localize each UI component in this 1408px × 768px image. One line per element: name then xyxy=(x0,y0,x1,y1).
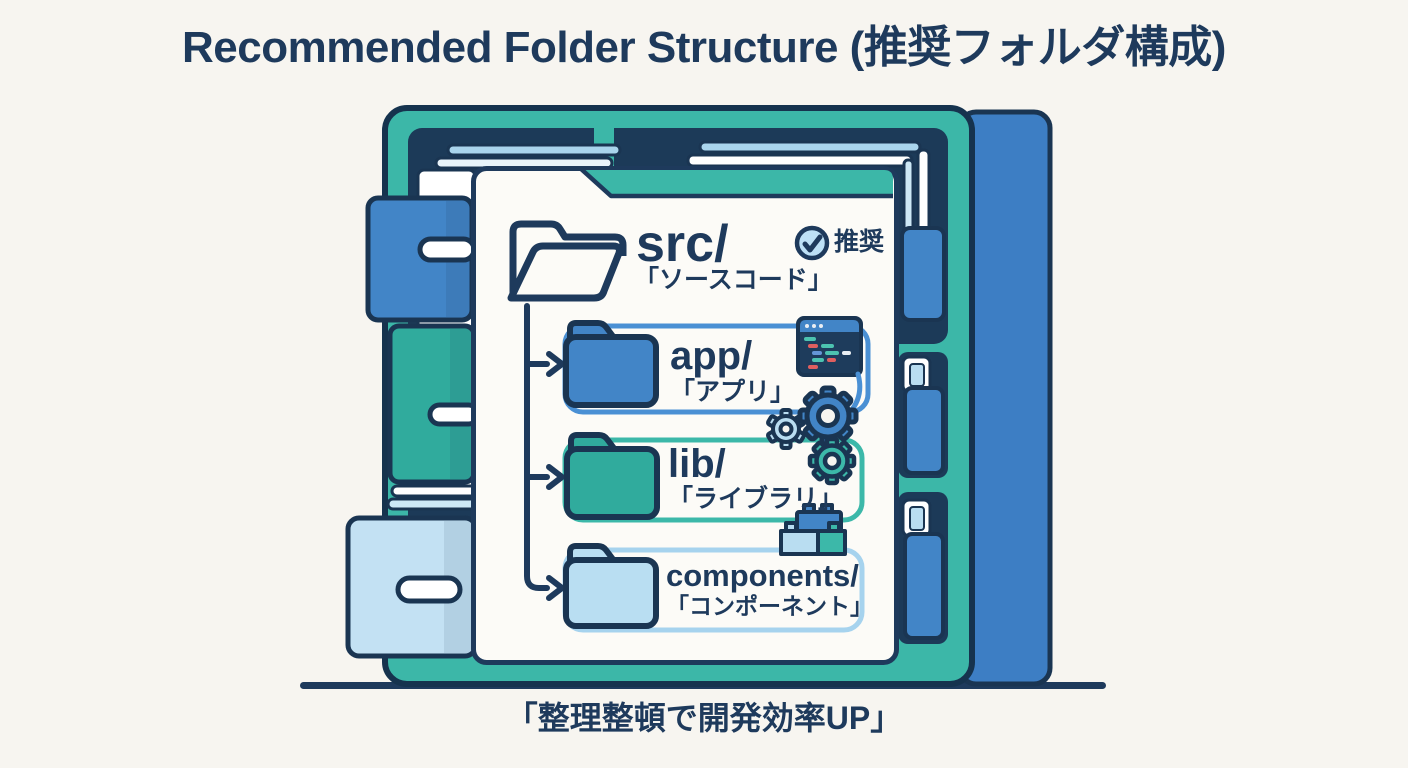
folder-icon-lib xyxy=(564,432,660,520)
tree-connectors xyxy=(524,303,565,601)
file-top-right xyxy=(900,226,946,322)
right-compartment-a-contents xyxy=(901,355,945,475)
lego-brick-icon xyxy=(779,503,847,556)
arrow-icon xyxy=(546,351,565,377)
drawer-handle xyxy=(395,575,463,604)
child-folder-caption-lib: 「ライブラリ」 xyxy=(668,485,844,513)
child-folder-caption-app: 「アプリ」 xyxy=(670,378,796,406)
drawer-blue xyxy=(365,195,477,323)
papers-bottom-left xyxy=(386,484,480,511)
card-tab-band xyxy=(580,170,893,196)
drawer-teal xyxy=(387,323,481,485)
child-folder-name-app: app/ xyxy=(670,334,753,378)
page-title: Recommended Folder Structure (推奨フォルダ構成) xyxy=(182,23,1226,72)
child-folder-name-components: components/ xyxy=(666,558,859,593)
arrow-icon xyxy=(546,464,565,490)
drawer-handle xyxy=(417,236,477,263)
root-folder-name: src/ xyxy=(636,215,729,273)
folder-icon-components xyxy=(563,543,659,629)
open-folder-icon xyxy=(507,220,627,302)
drawer-light-blue xyxy=(345,515,479,659)
drawer-handle xyxy=(427,402,481,427)
recommended-badge: 推奨 xyxy=(834,228,885,256)
right-compartment-b-contents xyxy=(901,498,945,640)
gear-icon-teal xyxy=(807,436,857,486)
root-folder-caption: 「ソースコード」 xyxy=(634,266,833,294)
child-folder-name-lib: lib/ xyxy=(668,442,726,486)
arrow-icon xyxy=(546,575,565,601)
gear-icons xyxy=(766,385,859,486)
gear-icon-large xyxy=(797,385,859,447)
child-folder-caption-components: 「コンポーネント」 xyxy=(666,593,873,619)
check-circle-icon xyxy=(794,225,830,261)
footer-caption: 「整理整頓で開発効率UP」 xyxy=(505,700,903,736)
code-editor-icon xyxy=(796,316,863,377)
folder-icon-app xyxy=(563,320,659,408)
gear-icon-small-blue xyxy=(766,408,806,450)
